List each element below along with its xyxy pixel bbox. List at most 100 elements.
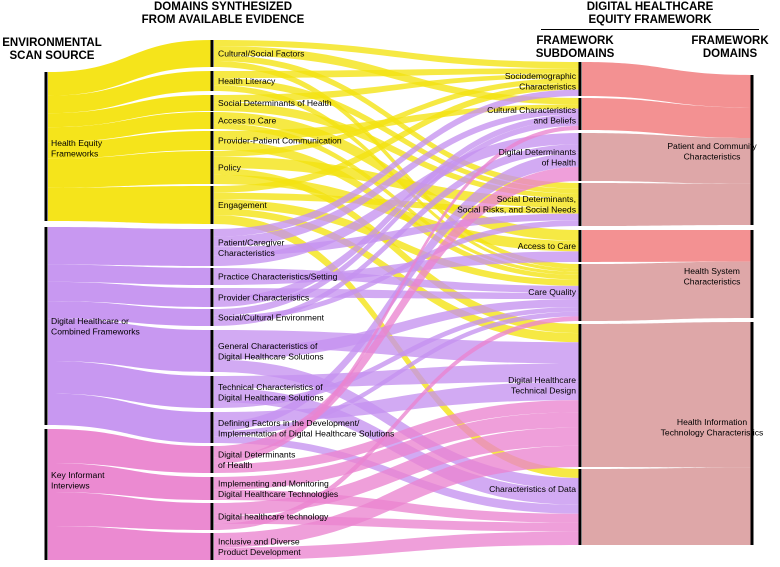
header-scan-source-line-2: SCAN SOURCE [9, 50, 95, 62]
flow-source-to-synth [48, 463, 211, 500]
source-label: Health Equity [51, 138, 103, 148]
subdomain-node-bar [578, 324, 582, 467]
flow-synth-to-subdomain [214, 306, 580, 408]
synth-label: Technical Characteristics of [218, 382, 323, 392]
framework-domain-label: Health Information [677, 417, 747, 427]
flow-synth-to-subdomain [214, 68, 580, 79]
domain-node-bar [750, 75, 754, 225]
synth-node-bar [210, 288, 214, 307]
domain-node-bar [750, 322, 754, 545]
synth-label: Patient/Caregiver [218, 237, 285, 247]
flow-synth-to-subdomain [214, 77, 580, 157]
synth-label: Implementation of Digital Healthcare Sol… [218, 428, 394, 438]
flow-source-to-synth [48, 186, 211, 224]
header-framework-subdomains: FRAMEWORK SUBDOMAINS [520, 35, 630, 61]
flow-subdomain-to-domain [582, 98, 751, 139]
synth-node-bar [210, 412, 214, 443]
synth-label: Defining Factors in the Development/ [218, 418, 360, 428]
subdomain-node-bar [578, 133, 582, 181]
flow-source-to-synth [48, 429, 211, 473]
flow-synth-to-subdomain [214, 144, 580, 326]
flow-synth-to-subdomain [214, 89, 580, 237]
synth-label: Digital Healthcare Solutions [218, 392, 324, 402]
synth-label: Digital Healthcare Solutions [218, 351, 324, 361]
subdomain-label: and Beliefs [533, 115, 576, 125]
subdomain-label: Digital Determinants [499, 147, 576, 157]
synth-label: General Characteristics of [218, 341, 318, 351]
subdomain-label: Care Quality [528, 287, 576, 297]
flow-synth-to-subdomain [214, 445, 580, 548]
flow-subdomain-to-domain [582, 261, 751, 321]
flow-synth-to-subdomain [214, 73, 580, 103]
flow-synth-to-subdomain [214, 515, 580, 532]
synth-node-bar [210, 229, 214, 266]
subdomain-node-bar [578, 183, 582, 226]
source-label: Interviews [51, 480, 90, 490]
source-node-bar [44, 72, 48, 221]
subdomain-node-bar [578, 62, 582, 96]
synth-node-bar [210, 376, 214, 408]
source-label: Digital Healthcare or [51, 316, 129, 326]
flow-source-to-synth [48, 301, 211, 326]
flow-synth-to-subdomain [214, 133, 580, 266]
synth-node-bar [210, 268, 214, 285]
synth-label: Characteristics [218, 248, 275, 258]
flow-subdomain-to-domain [582, 230, 751, 262]
flow-synth-to-subdomain [214, 114, 580, 307]
flow-synth-to-subdomain [214, 108, 580, 247]
synth-label: Product Development [218, 547, 301, 557]
synth-node-bar [210, 151, 214, 184]
subdomain-label: Social Risks, and Social Needs [457, 204, 576, 214]
header-digital-healthcare-equity-framework: DIGITAL HEALTHCARE EQUITY FRAMEWORK [540, 1, 760, 27]
flow-subdomain-to-domain [582, 62, 751, 108]
flow-synth-to-subdomain [214, 104, 580, 141]
synth-node-bar [210, 131, 214, 150]
flow-synth-to-subdomain [214, 156, 580, 208]
framework-domain-label: Characteristics [684, 151, 741, 161]
synth-label: Health Literacy [218, 76, 276, 86]
synth-label: Digital healthcare technology [218, 512, 329, 522]
header-domains-synthesized: DOMAINS SYNTHESIZED FROM AVAILABLE EVIDE… [128, 1, 318, 27]
synth-node-bar [210, 40, 214, 67]
subdomain-node-bar [578, 469, 582, 545]
flow-synth-to-subdomain [214, 125, 580, 464]
header-subdomains-line-1: FRAMEWORK [536, 35, 614, 47]
subdomain-label: Cultural Characteristics [487, 105, 576, 115]
source-label: Key Informant [51, 470, 105, 480]
flow-synth-to-subdomain [214, 199, 580, 286]
source-node-bar [44, 227, 48, 425]
flow-source-to-synth [48, 281, 211, 307]
synth-node-bar [210, 186, 214, 224]
synth-label: Cultural/Social Factors [218, 49, 304, 59]
synth-label: Policy [218, 163, 242, 173]
synth-node-bar [210, 112, 214, 129]
synth-label: Digital Healthcare Technologies [218, 489, 338, 499]
synth-label: of Health [218, 460, 253, 470]
header-framework-line-2: EQUITY FRAMEWORK [588, 14, 712, 26]
subdomain-label: Characteristics [519, 81, 576, 91]
flow-synth-to-subdomain [214, 208, 580, 343]
synth-node-bar [210, 309, 214, 326]
subdomain-node-bar [578, 264, 582, 321]
flow-synth-to-subdomain [214, 102, 580, 199]
synth-node-bar [210, 330, 214, 372]
flow-links [48, 40, 751, 560]
framework-domain-label: Technology Characteristics [661, 427, 764, 437]
subdomain-label: Characteristics of Data [489, 484, 576, 494]
subdomain-node-bar [578, 98, 582, 130]
flow-source-to-synth [48, 318, 211, 372]
header-scan-source-line-1: ENVIRONMENTAL [2, 37, 102, 49]
flow-synth-to-subdomain [214, 299, 580, 360]
synth-label: Inclusive and Diverse [218, 536, 300, 546]
subdomain-label: Technical Design [511, 385, 576, 395]
flow-source-to-synth [48, 393, 211, 443]
source-node-bar [44, 429, 48, 560]
subdomain-label: Social Determinants, [497, 194, 576, 204]
header-scan-source: ENVIRONMENTAL SCAN SOURCE [0, 37, 104, 63]
source-label: Combined Frameworks [51, 326, 140, 336]
header-framework-divider [541, 29, 759, 30]
subdomain-label: Sociodemographic [505, 71, 577, 81]
synth-label: Provider-Patient Communication [218, 136, 342, 146]
synth-node-bar [210, 95, 214, 111]
